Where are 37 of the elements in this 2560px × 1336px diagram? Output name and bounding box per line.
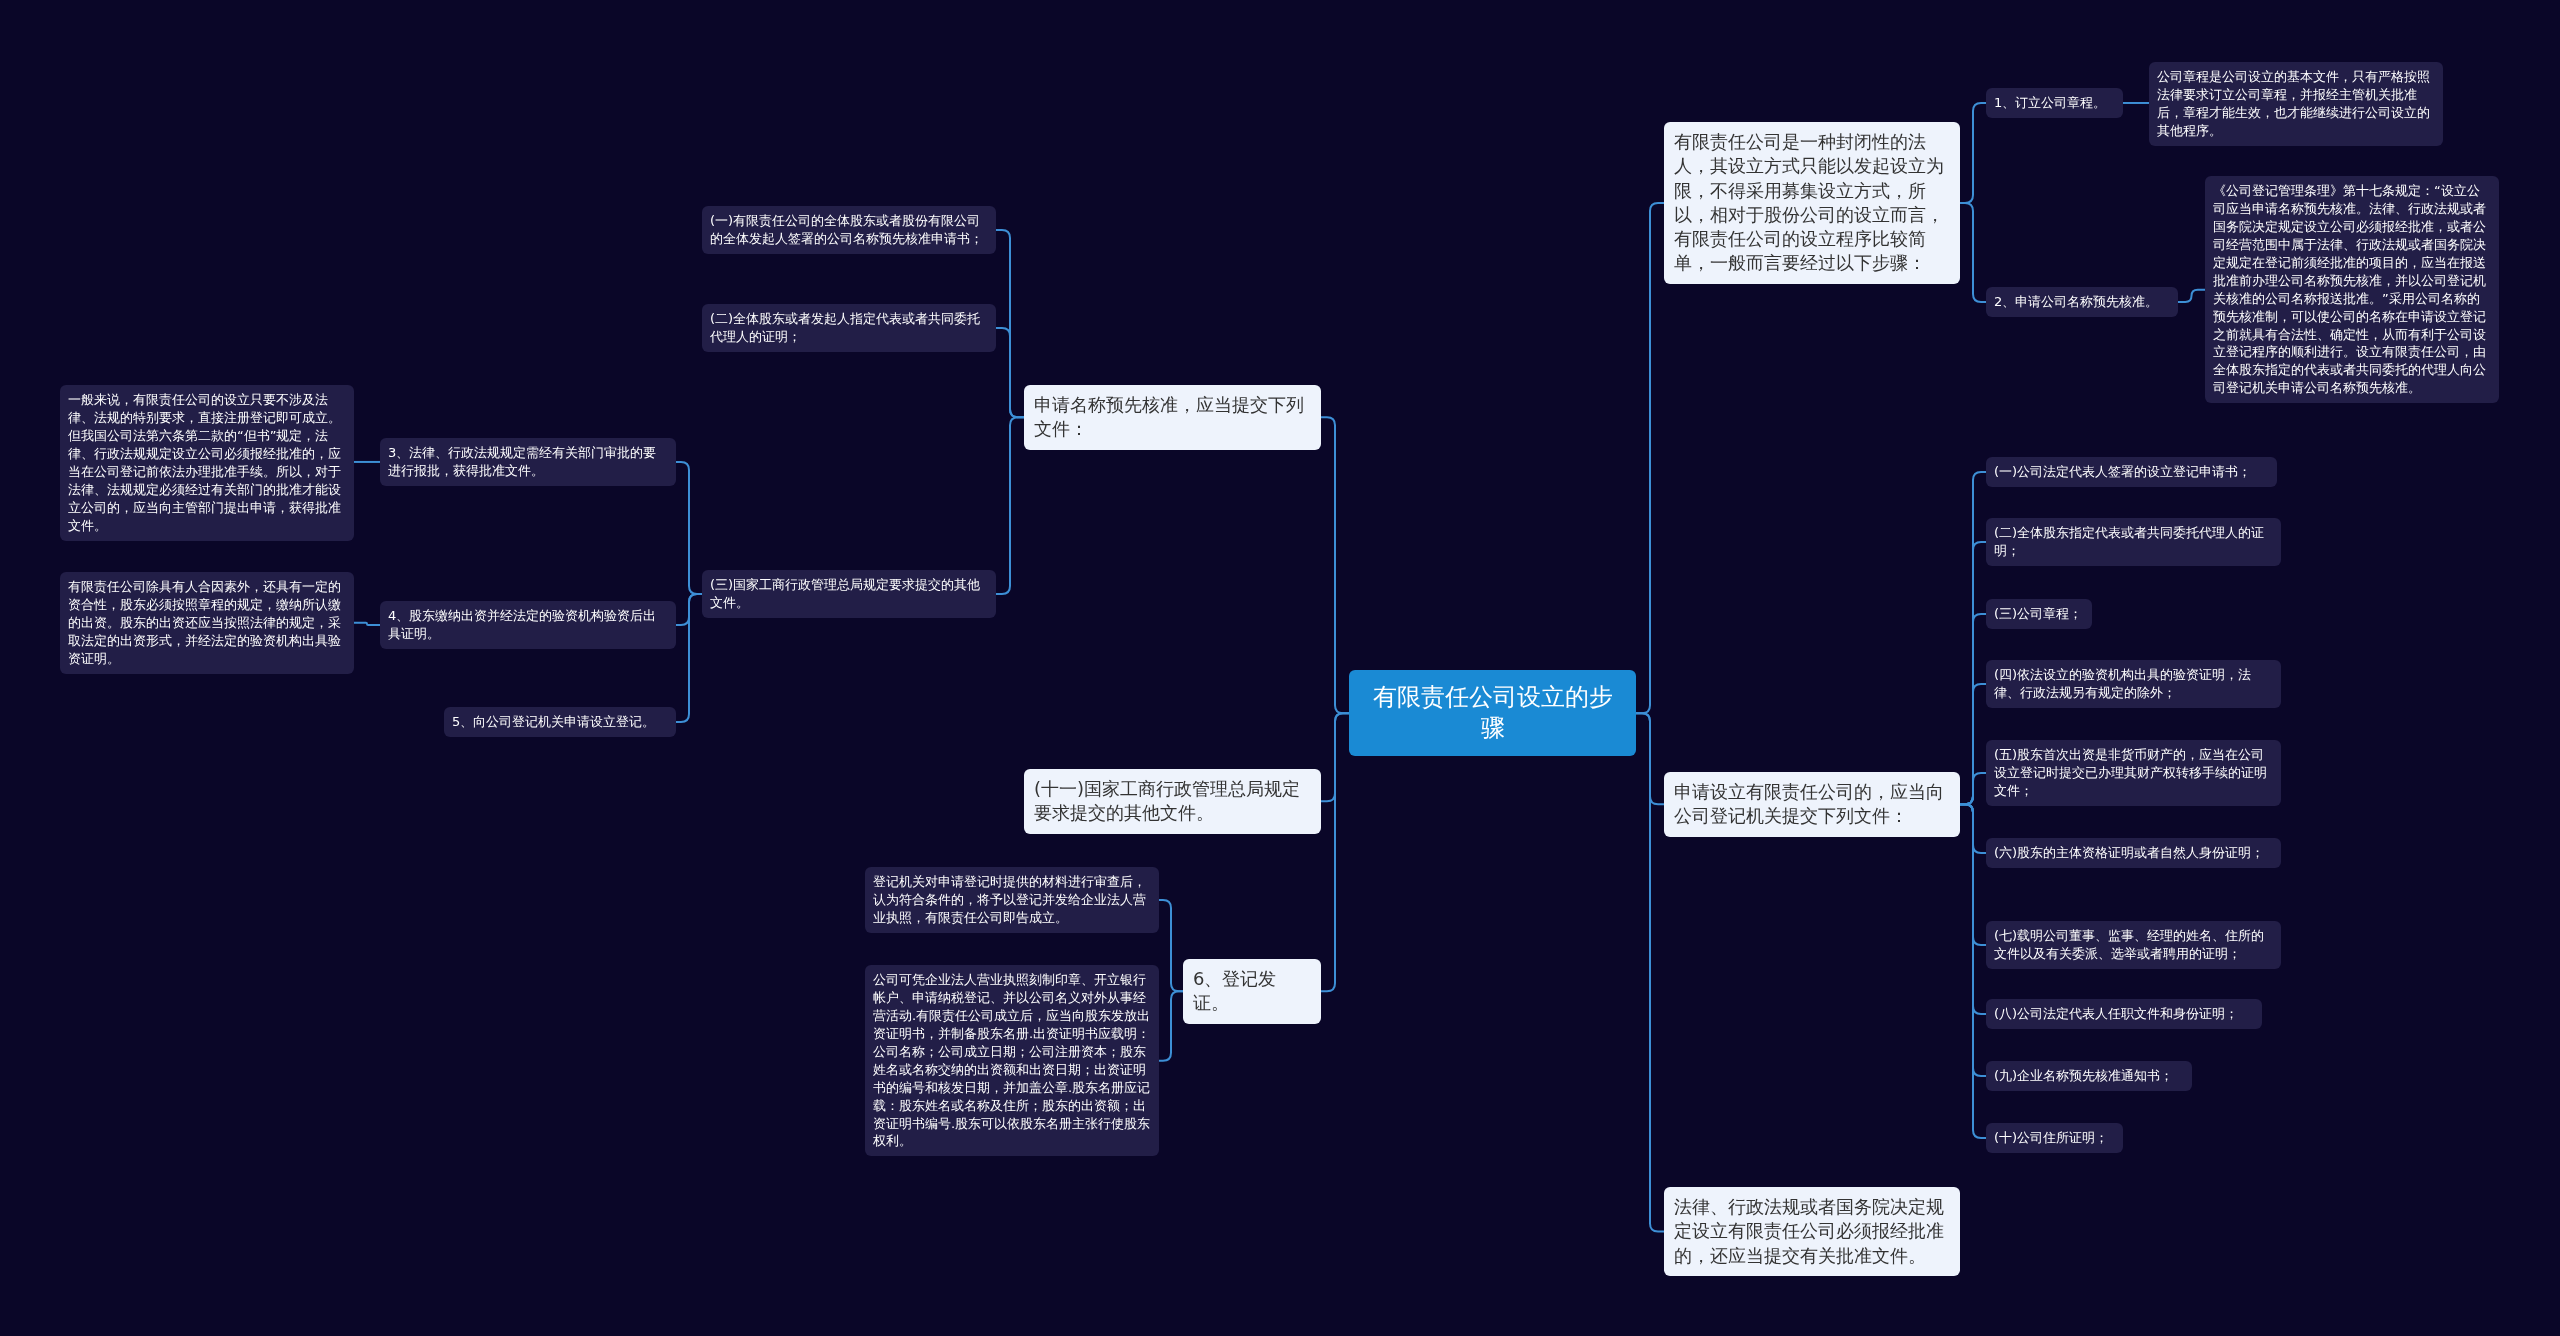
subtopic-box: 登记机关对申请登记时提供的材料进行审查后，认为符合条件的，将予以登记并发给企业法人营业执照，有限责任公司即告成立。: [865, 867, 1159, 933]
subtopic-box: (二)全体股东或者发起人指定代表或者共同委托代理人的证明；: [702, 304, 996, 352]
subtopic-box: (七)载明公司董事、监事、经理的姓名、住所的文件以及有关委派、选举或者聘用的证明；: [1986, 921, 2281, 969]
subtopic-box: 《公司登记管理条理》第十七条规定：“设立公司应当申请名称预先核准。法律、行政法规或者国务院决定规定设立公司必须报经批准，或者公司经营范围中属于法律、行政法规或者国务院决定规定在登记前须经批准的项目的，应当在报送批准前办理公司名称预先核准，并以公司登记机关核准的公司名称报送批准。”采用公司名称的预先核准制，可以使公司的名称在申请设立登记之前就具有合法性、确定性，从而有利于公司设立登记程序的顺利进行。设立有限责任公司，由全体股东指定的代表或者共同委托的代理人向公司登记机关申请公司名称预先核准。: [2205, 176, 2499, 404]
subtopic-box: (三)国家工商行政管理总局规定要求提交的其他文件。: [702, 570, 996, 618]
subtopic-box: (一)有限责任公司的全体股东或者股份有限公司的全体发起人签署的公司名称预先核准申请书；: [702, 206, 996, 254]
topic-box: 有限责任公司是一种封闭性的法人，其设立方式只能以发起设立为限，不得采用募集设立方式，所以，相对于股份公司的设立而言，有限责任公司的设立程序比较简单，一般而言要经过以下步骤：: [1664, 122, 1960, 284]
subtopic-box: 公司章程是公司设立的基本文件，只有严格按照法律要求订立公司章程，并报经主管机关批准后，章程才能生效，也才能继续进行公司设立的其他程序。: [2149, 62, 2443, 146]
subtopic-box: 有限责任公司除具有人合因素外，还具有一定的资合性，股东必须按照章程的规定，缴纳所认缴的出资。股东的出资还应当按照法律的规定，采取法定的出资形式，并经法定的验资机构出具验资证明。: [60, 572, 354, 674]
subtopic-box: (三)公司章程；: [1986, 599, 2092, 629]
subtopic-box: (十)公司住所证明；: [1986, 1123, 2123, 1153]
subtopic-box: 1、订立公司章程。: [1986, 88, 2123, 118]
subtopic-box: (二)全体股东指定代表或者共同委托代理人的证明；: [1986, 518, 2281, 566]
subtopic-box: (一)公司法定代表人签署的设立登记申请书；: [1986, 457, 2277, 487]
topic-box: 法律、行政法规或者国务院决定规定设立有限责任公司必须报经批准的，还应当提交有关批准文件。: [1664, 1187, 1960, 1276]
connector-line: [353, 460, 381, 463]
subtopic-box: 2、申请公司名称预先核准。: [1986, 287, 2178, 317]
topic-box: 申请设立有限责任公司的，应当向公司登记机关提交下列文件：: [1664, 772, 1960, 837]
topic-box: 6、登记发证。: [1183, 959, 1321, 1024]
subtopic-box: (八)公司法定代表人任职文件和身份证明；: [1986, 999, 2262, 1029]
subtopic-box: 公司可凭企业法人营业执照刻制印章、开立银行帐户、申请纳税登记、并以公司名义对外从事经营活动.有限责任公司成立后，应当向股东发放出资证明书，并制备股东名册.出资证明书应载明：公司名称；公司成立日期；公司注册资本；股东姓名或名称交纳的出资额和出资日期；出资证明书的编号和核发日期，并加盖公章.股东名册应记载：股东姓名或名称及住所；股东的出资额；出资证明书编号.股东可以依股东名册主张行使股东权利。: [865, 965, 1159, 1157]
subtopic-box: (四)依法设立的验资机构出具的验资证明，法律、行政法规另有规定的除外；: [1986, 660, 2281, 708]
subtopic-box: (五)股东首次出资是非货币财产的，应当在公司设立登记时提交已办理其财产权转移手续的证明文件；: [1986, 740, 2281, 806]
topic-box: (十一)国家工商行政管理总局规定要求提交的其他文件。: [1024, 769, 1321, 834]
topic-box: 申请名称预先核准，应当提交下列文件：: [1024, 385, 1321, 450]
subtopic-box: 3、法律、行政法规规定需经有关部门审批的要进行报批，获得批准文件。: [380, 438, 676, 486]
subtopic-box: 5、向公司登记机关申请设立登记。: [444, 707, 676, 737]
root-topic-box: 有限责任公司设立的步骤: [1349, 670, 1636, 757]
subtopic-box: 一般来说，有限责任公司的设立只要不涉及法律、法规的特别要求，直接注册登记即可成立。但我国公司法第六条第二款的“但书”规定，法律、行政法规规定设立公司必须报经批准的，应当在公司登记前依法办理批准手续。所以，对于法律、法规规定必须经过有关部门的批准才能设立公司的，应当向主管部门提出申请，获得批准文件。: [60, 385, 354, 541]
connector-line: [1158, 990, 1184, 1062]
connector-line: [1959, 803, 1987, 1139]
connector-line: [353, 621, 381, 626]
subtopic-box: 4、股东缴纳出资并经法定的验资机构验资后出具证明。: [380, 601, 676, 649]
connector-line: [2122, 101, 2150, 104]
connector-line: [2177, 288, 2206, 303]
subtopic-box: (九)企业名称预先核准通知书；: [1986, 1061, 2192, 1091]
subtopic-box: (六)股东的主体资格证明或者自然人身份证明；: [1986, 838, 2281, 868]
